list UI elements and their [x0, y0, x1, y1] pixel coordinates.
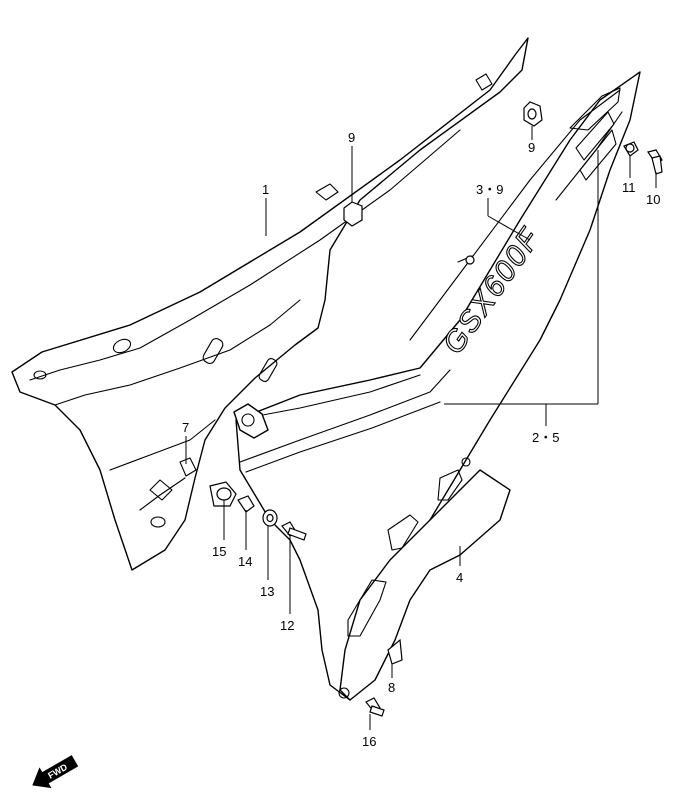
bolt-12	[281, 521, 307, 541]
callout-9-left: 9	[348, 130, 355, 145]
callout-10: 10	[646, 192, 660, 207]
washer-13	[262, 509, 278, 527]
forward-arrow-icon: FWD	[32, 755, 79, 789]
callout-2-5: 2・5	[532, 430, 559, 445]
callout-1: 1	[262, 182, 269, 197]
lower-cover-part	[338, 457, 511, 701]
collar-15	[209, 481, 237, 507]
callout-3-9: 3・9	[476, 182, 503, 197]
callout-7: 7	[182, 420, 189, 435]
callout-9-right: 9	[528, 140, 535, 155]
callout-11: 11	[622, 180, 636, 195]
callout-8: 8	[388, 680, 395, 695]
grommet-9-upper	[523, 101, 543, 127]
callout-15: 15	[212, 544, 226, 559]
leader-lines	[185, 126, 657, 730]
frame-cover-left-part	[11, 37, 529, 571]
callout-16: 16	[362, 734, 376, 749]
frame-cover-right-part: GSX600F	[233, 71, 641, 701]
callout-4: 4	[456, 570, 463, 585]
screw-11	[623, 141, 639, 157]
bolt-16	[365, 697, 385, 717]
bolt-10	[647, 149, 663, 175]
cushion-14	[237, 495, 255, 513]
callout-12: 12	[280, 618, 294, 633]
clip-8	[387, 638, 403, 665]
callouts: 1 9 9 3・9 11 10 2・5 7 4 15 14 13 12 8 16	[182, 130, 660, 749]
callout-14: 14	[238, 554, 252, 569]
callout-13: 13	[260, 584, 274, 599]
